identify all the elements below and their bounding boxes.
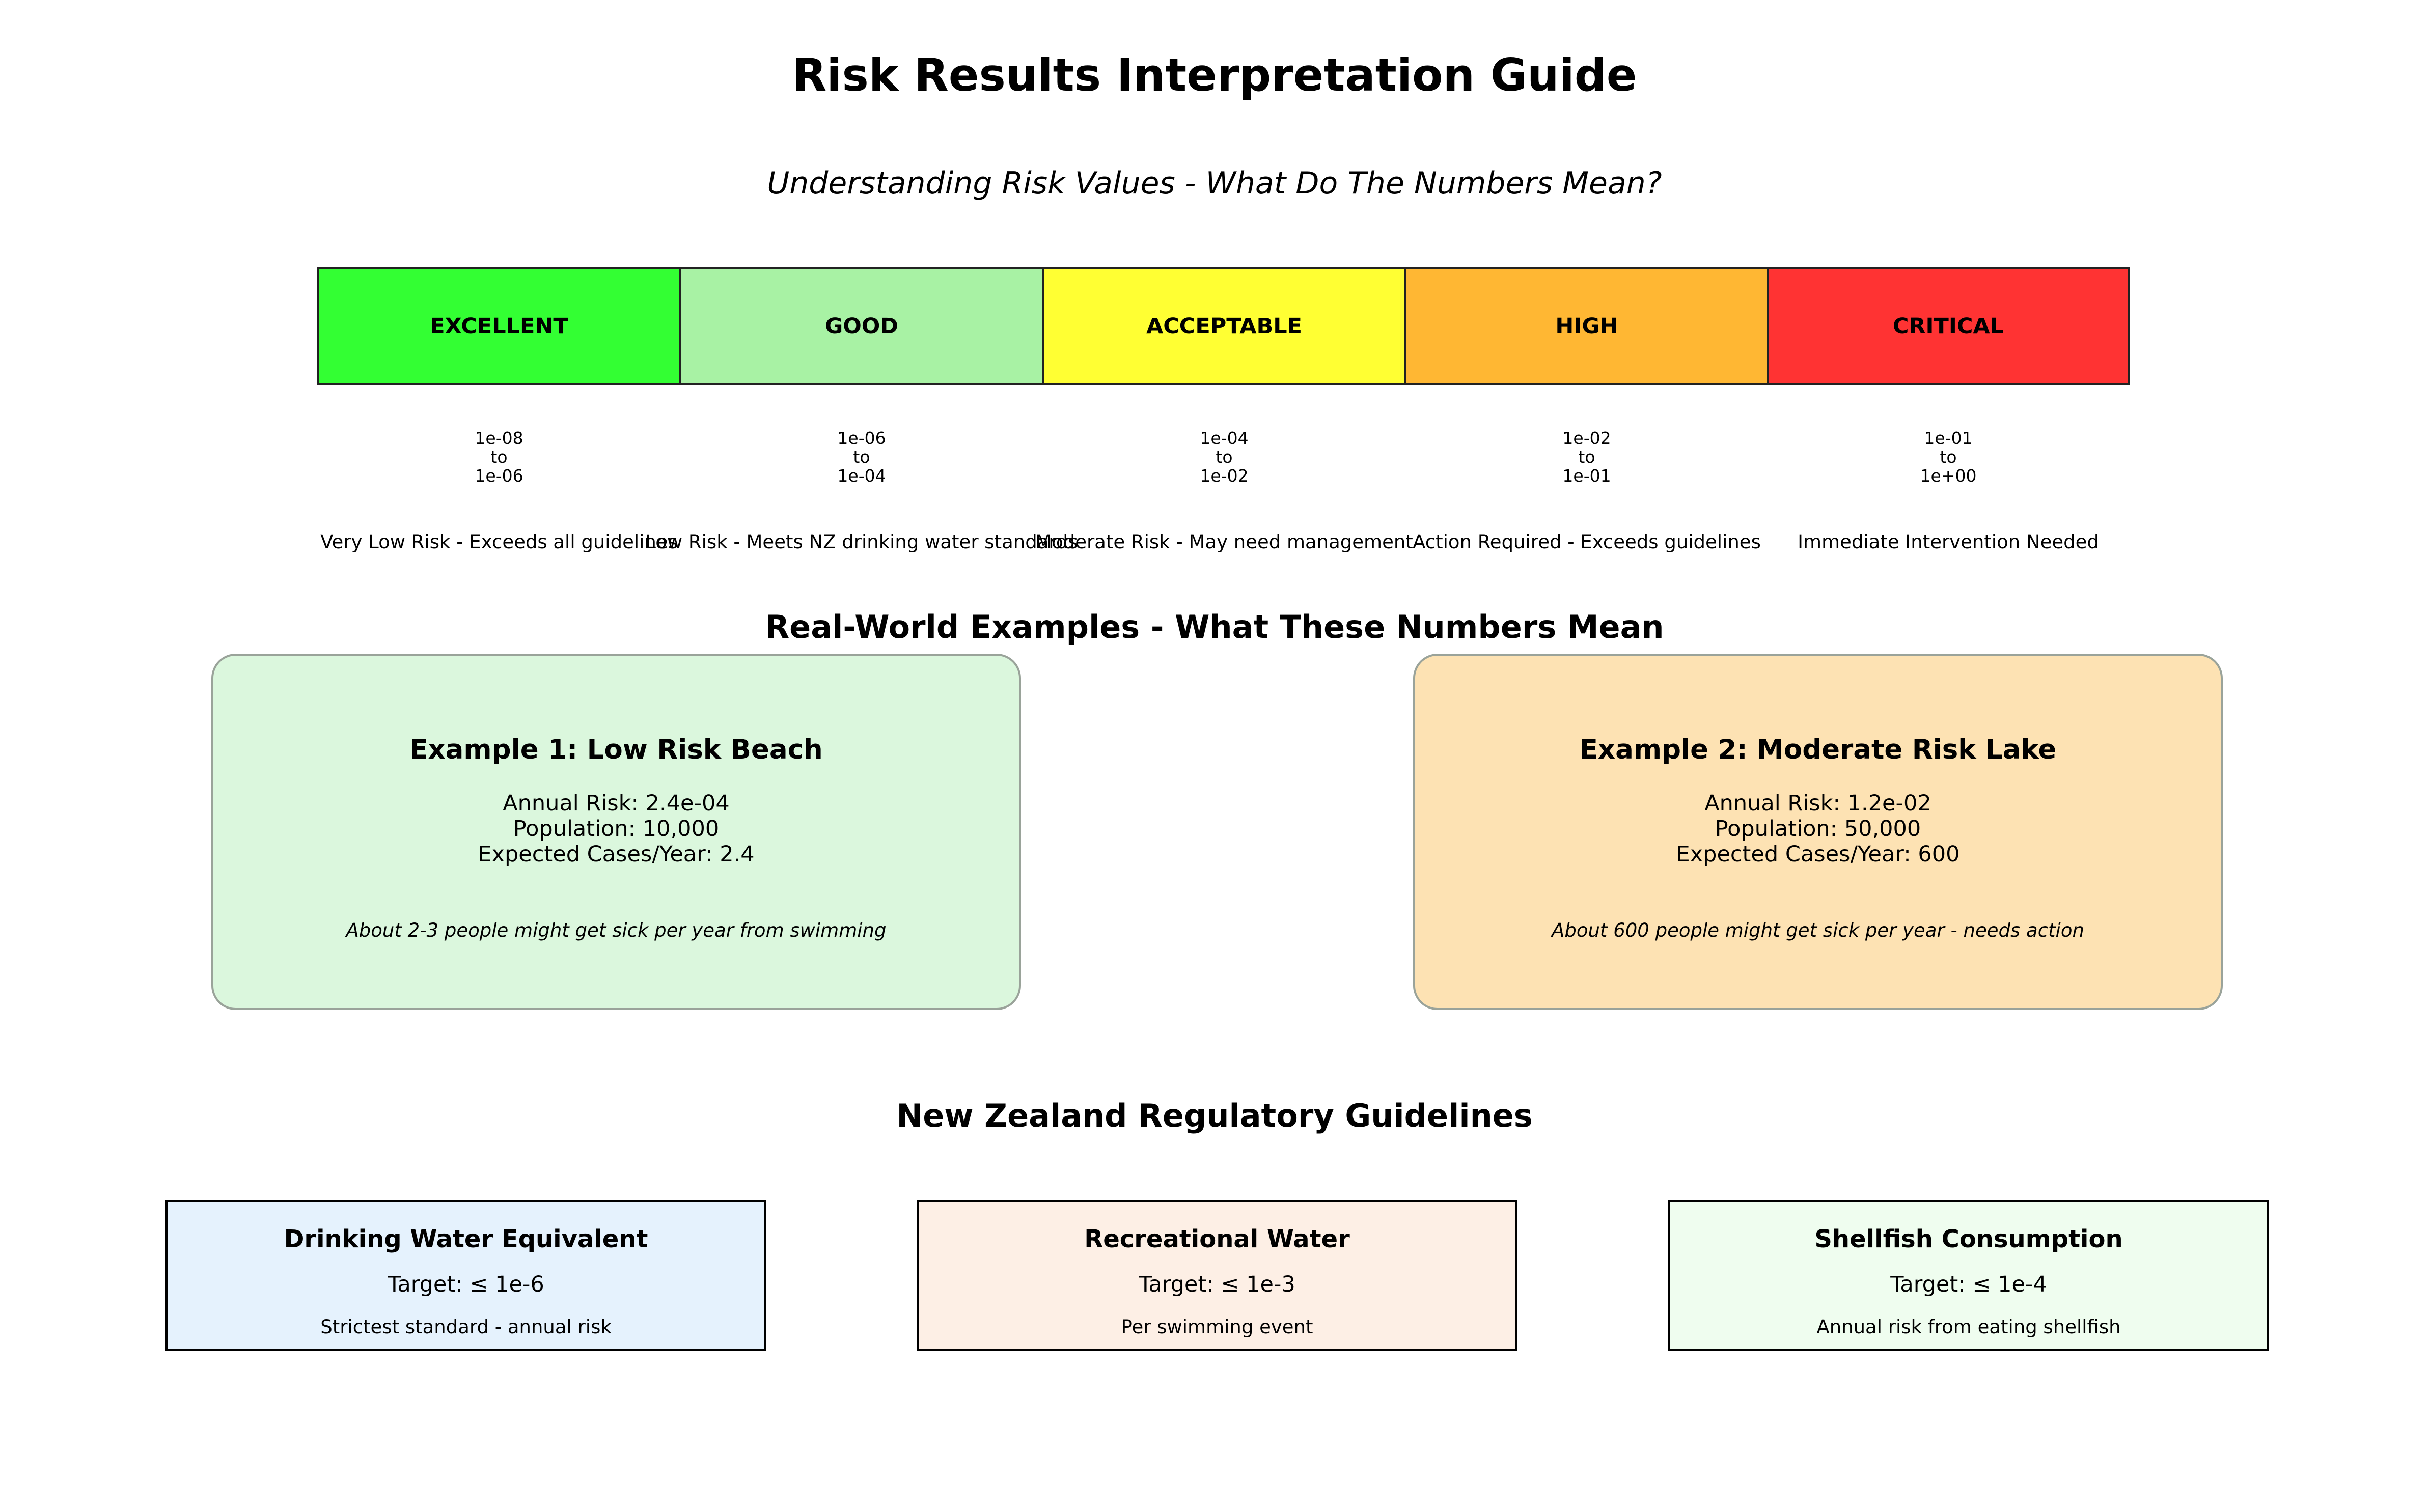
example-stats: Annual Risk: 1.2e-02 Population: 50,000 … [1415, 791, 2221, 867]
scale-description: Action Required - Exceeds guidelines [1413, 531, 1761, 553]
guidelines-heading: New Zealand Regulatory Guidelines [896, 1097, 1533, 1134]
example-title: Example 1: Low Risk Beach [409, 734, 823, 765]
scale-description: Immediate Intervention Needed [1798, 531, 2099, 553]
guideline-title: Recreational Water [1084, 1225, 1350, 1253]
scale-desc-good: Low Risk - Meets NZ drinking water stand… [645, 529, 1078, 555]
range-from: 1e-08 [475, 428, 523, 448]
guideline-note: Per swimming event [1121, 1316, 1313, 1338]
range-to-word: to [853, 447, 870, 467]
example-stats: Annual Risk: 2.4e-04 Population: 10,000 … [213, 791, 1019, 867]
population: Population: 10,000 [513, 816, 720, 842]
guideline-target: Target: ≤ 1e-4 [1890, 1272, 2047, 1297]
range-to: 1e-06 [475, 466, 523, 486]
scale-description: Moderate Risk - May need management [1035, 531, 1413, 553]
scale-label: ACCEPTABLE [1146, 314, 1303, 339]
expected-cases: Expected Cases/Year: 2.4 [478, 842, 755, 867]
guideline-shellfish-consumption: Shellfish Consumption Target: ≤ 1e-4 Ann… [1668, 1200, 2269, 1351]
range-to: 1e+00 [1920, 466, 1977, 486]
annual-risk: Annual Risk: 1.2e-02 [1704, 791, 1931, 816]
range-to-word: to [1216, 447, 1233, 467]
scale-box-good: GOOD [679, 267, 1044, 385]
scale-description: Low Risk - Meets NZ drinking water stand… [645, 531, 1078, 553]
guideline-note: Annual risk from eating shellfish [1816, 1316, 2121, 1338]
scale-label: EXCELLENT [430, 314, 568, 339]
scale-box-acceptable: ACCEPTABLE [1042, 267, 1406, 385]
example-note: About 2-3 people might get sick per year… [346, 919, 887, 941]
example-card-low-risk-beach: Example 1: Low Risk Beach Annual Risk: 2… [211, 654, 1021, 1010]
annual-risk: Annual Risk: 2.4e-04 [503, 791, 730, 816]
scale-desc-excellent: Very Low Risk - Exceeds all guidelines [317, 529, 681, 555]
range-to-word: to [1940, 447, 1957, 467]
scale-range-critical: 1e-01 to 1e+00 [1767, 429, 2130, 490]
scale-range-high: 1e-02 to 1e-01 [1404, 429, 1769, 490]
example-note: About 600 people might get sick per year… [1552, 919, 2084, 941]
range-from: 1e-02 [1562, 428, 1611, 448]
scale-desc-critical: Immediate Intervention Needed [1767, 529, 2130, 555]
example-title: Example 2: Moderate Risk Lake [1579, 734, 2057, 765]
range-from: 1e-06 [837, 428, 886, 448]
examples-heading: Real-World Examples - What These Numbers… [765, 608, 1664, 646]
scale-desc-acceptable: Moderate Risk - May need management [1035, 529, 1413, 555]
guideline-target: Target: ≤ 1e-3 [1139, 1272, 1295, 1297]
range-to-word: to [490, 447, 508, 467]
range-to-word: to [1578, 447, 1595, 467]
scale-range-good: 1e-06 to 1e-04 [679, 429, 1044, 490]
range-from: 1e-04 [1200, 428, 1249, 448]
page-subtitle: Understanding Risk Values - What Do The … [767, 165, 1662, 201]
guideline-title: Drinking Water Equivalent [284, 1225, 648, 1253]
scale-description: Very Low Risk - Exceeds all guidelines [320, 531, 678, 553]
range-to: 1e-01 [1562, 466, 1611, 486]
expected-cases: Expected Cases/Year: 600 [1676, 842, 1960, 867]
scale-box-excellent: EXCELLENT [317, 267, 681, 385]
range-from: 1e-01 [1924, 428, 1973, 448]
scale-label: HIGH [1555, 314, 1618, 339]
guideline-target: Target: ≤ 1e-6 [388, 1272, 544, 1297]
range-to: 1e-02 [1200, 466, 1249, 486]
guideline-recreational-water: Recreational Water Target: ≤ 1e-3 Per sw… [917, 1200, 1517, 1351]
guideline-note: Strictest standard - annual risk [320, 1316, 612, 1338]
scale-label: GOOD [824, 314, 899, 339]
population: Population: 50,000 [1715, 816, 1921, 842]
scale-label: CRITICAL [1892, 314, 2004, 339]
scale-desc-high: Action Required - Exceeds guidelines [1404, 529, 1769, 555]
page-title: Risk Results Interpretation Guide [792, 49, 1637, 101]
example-card-moderate-risk-lake: Example 2: Moderate Risk Lake Annual Ris… [1413, 654, 2223, 1010]
scale-range-acceptable: 1e-04 to 1e-02 [1042, 429, 1406, 490]
scale-box-high: HIGH [1404, 267, 1769, 385]
guideline-drinking-water: Drinking Water Equivalent Target: ≤ 1e-6… [165, 1200, 766, 1351]
guideline-title: Shellfish Consumption [1814, 1225, 2123, 1253]
scale-box-critical: CRITICAL [1767, 267, 2130, 385]
range-to: 1e-04 [837, 466, 886, 486]
scale-range-excellent: 1e-08 to 1e-06 [317, 429, 681, 490]
